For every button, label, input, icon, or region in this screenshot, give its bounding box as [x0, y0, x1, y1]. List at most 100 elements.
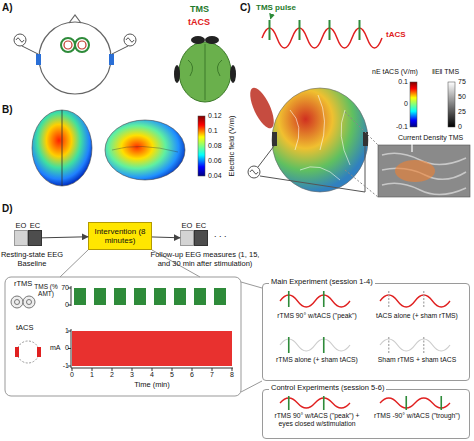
brain-model: [174, 65, 180, 83]
field-map: [62, 110, 63, 186]
node-text: Intervention (8 minutes): [89, 227, 151, 245]
brain-model: [191, 36, 205, 44]
brain-field-model: [395, 160, 435, 182]
figure-label: 0: [70, 371, 74, 379]
field-map: [32, 110, 205, 186]
flow-arrow: [42, 237, 88, 238]
figure-label: 0: [458, 123, 462, 131]
brain-field-model: [250, 170, 258, 174]
eeg-block: EO: [180, 230, 194, 246]
panel-label: TMS: [190, 4, 209, 14]
intervention-plot: [23, 296, 35, 308]
field-map: [32, 110, 92, 186]
brain-model: [205, 36, 219, 44]
figure-label: TMS (% AMT): [32, 283, 60, 298]
condition-icon: [380, 398, 450, 408]
figure-label: 75: [458, 78, 466, 86]
brain-field-model: [411, 143, 412, 152]
figure-label: 0.06: [208, 157, 222, 165]
intervention-plot: [68, 329, 233, 368]
field-map: [198, 116, 205, 176]
brain-model: [230, 65, 236, 83]
figure-label: 0.08: [208, 142, 222, 150]
head-montage: [75, 38, 89, 52]
stimulation-waveform: [270, 20, 360, 40]
figure-label: -1: [63, 362, 69, 370]
head-montage: [78, 41, 86, 49]
figure-label: ‖E‖ TMS: [432, 68, 459, 76]
head-montage: [39, 22, 111, 94]
intervention-plot: [15, 300, 20, 305]
figure-label: 50: [458, 93, 466, 101]
brain-field-model: [272, 88, 368, 192]
figure-label: mA: [50, 344, 61, 352]
brain-field-model: [345, 112, 378, 197]
brain-model: [174, 36, 236, 102]
intervention-plot: [154, 288, 166, 305]
node-text: tACS alone (+ sham rTMS): [369, 312, 465, 320]
head-montage: [22, 46, 38, 54]
intervention-plot: [37, 347, 41, 357]
figure-label: 0.1: [398, 78, 408, 86]
intervention-plot: [94, 288, 106, 305]
figure-label: -0.1: [396, 123, 408, 131]
panel-label: B): [2, 104, 13, 116]
condition-icon: [289, 291, 324, 307]
flow-arrow: [152, 236, 180, 238]
condition-cell: rTMS 90° w/tACS ("peak"): [267, 292, 367, 336]
head-montage: [64, 41, 72, 49]
figure-label: 0.1: [208, 127, 218, 135]
head-montage: [112, 46, 128, 54]
panel-label: TMS pulse: [256, 3, 296, 12]
figure-label: 7: [210, 371, 214, 379]
brain-model: [179, 42, 231, 102]
condition-cell: tACS alone (+ sham rTMS): [367, 292, 467, 336]
node-text: Sham rTMS + sham tACS: [369, 356, 465, 364]
figure-label: 4: [150, 371, 154, 379]
head-montage: [124, 34, 136, 46]
condition-icon: [289, 396, 324, 410]
field-map: [112, 146, 178, 152]
figure-label: 6: [190, 371, 194, 379]
group-heading: Main Experiment (session 1-4): [269, 278, 375, 287]
figure-label: Electric field (V/m): [228, 116, 237, 177]
figure-label: Time (min): [134, 381, 170, 390]
eeg-block: EC: [28, 230, 42, 246]
intervention-plot: [214, 288, 226, 305]
brain-model: [205, 44, 206, 100]
stimulation-waveform: [271, 14, 273, 19]
field-map: [105, 120, 185, 180]
brain-field-model: [378, 145, 470, 197]
intervention-plot: [17, 341, 39, 363]
stimulation-waveform: [262, 28, 382, 48]
brain-field-model: [258, 146, 365, 192]
eeg-block: EO: [14, 230, 28, 246]
condition-icon: [406, 396, 441, 410]
condition-group: Main Experiment (session 1-4)rTMS 90° w/…: [262, 283, 470, 381]
figure-label: Current Density TMS: [398, 134, 463, 142]
condition-icon: [280, 339, 350, 351]
figure-label: tACS: [16, 324, 34, 333]
intervention-plot: [72, 331, 232, 366]
brain-field-model: [290, 95, 350, 180]
node-text: EO: [16, 222, 27, 231]
condition-icon: [380, 295, 450, 307]
figure-label: . . .: [214, 229, 227, 239]
condition-cell: rTMS 90° w/tACS ("peak") + eyes closed w…: [267, 396, 367, 438]
head-montage: [14, 34, 26, 46]
node-text: rTMS -90° w/tACS ("trough"): [369, 412, 465, 420]
intervention-plot: [72, 368, 232, 371]
figure-label: 0: [65, 301, 69, 309]
condition-icon: [280, 398, 350, 408]
figure-label: 25: [458, 108, 466, 116]
brain-model: [188, 60, 222, 76]
stimulation-waveform: [262, 14, 382, 48]
intervention-plot: [5, 250, 262, 396]
condition-icon: [289, 337, 324, 353]
intervention-plot: [241, 282, 262, 392]
node-text: rTMS 90° w/tACS ("peak"): [269, 312, 365, 320]
node-text: rTMS alone (+ sham tACS): [269, 356, 365, 364]
condition-group: Control Experiments (session 5-6)rTMS 90…: [262, 389, 470, 439]
node-text: EO: [182, 222, 193, 231]
condition-icon: [280, 295, 350, 307]
